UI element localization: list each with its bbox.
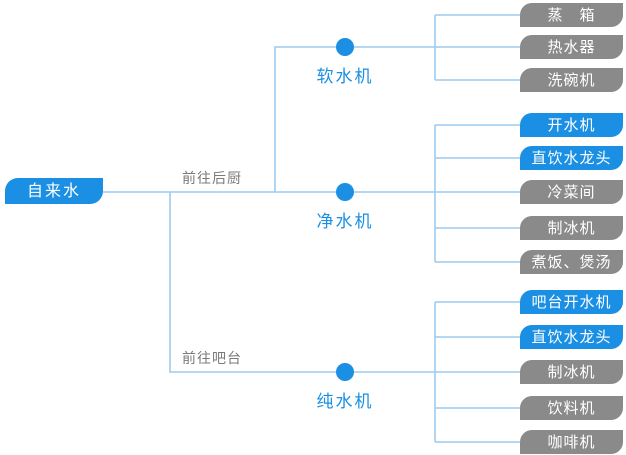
output-drinking-faucet: 直饮水龙头 <box>520 146 623 170</box>
output-water-heater: 热水器 <box>520 35 623 59</box>
output-coffee-machine: 咖啡机 <box>520 430 623 454</box>
ro-node-dot <box>336 363 354 381</box>
route-label-kitchen: 前往后厨 <box>182 171 242 187</box>
connector-softener-outputs <box>435 14 520 81</box>
route-label-bar: 前往吧台 <box>182 351 242 367</box>
ro-machine-label: 纯水机 <box>316 392 374 412</box>
connector-ro-outputs <box>435 301 520 443</box>
purifier-label: 净水机 <box>316 212 374 232</box>
tap-water-source: 自来水 <box>5 178 103 204</box>
output-cooking-soup: 煮饭、煲汤 <box>520 250 623 274</box>
output-ice-maker: 制冰机 <box>520 216 623 240</box>
output-beverage-machine: 饮料机 <box>520 396 623 420</box>
output-steamer: 蒸 箱 <box>520 3 623 27</box>
connector-purifier-outputs <box>435 124 520 263</box>
connector-softener <box>274 46 345 192</box>
output-dishwasher: 洗碗机 <box>520 68 623 92</box>
purifier-node-dot <box>336 183 354 201</box>
softener-label: 软水机 <box>316 67 374 87</box>
output-boiling-water-machine: 开水机 <box>520 113 623 137</box>
output-bar-drinking-faucet: 直饮水龙头 <box>520 325 623 349</box>
output-bar-ice-maker: 制冰机 <box>520 360 623 384</box>
softener-node-dot <box>336 38 354 56</box>
connector-bar-route <box>169 192 345 373</box>
output-bar-boiling-water-machine: 吧台开水机 <box>520 290 623 314</box>
output-cold-dish-room: 冷菜间 <box>520 180 623 204</box>
